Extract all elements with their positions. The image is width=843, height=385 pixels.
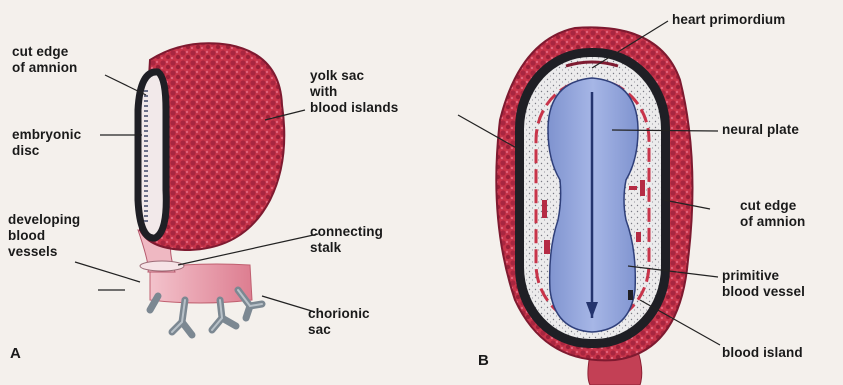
label-connecting-stalk: connecting stalk (310, 224, 383, 256)
panel-a-figure (75, 43, 318, 335)
label-chorionic-sac: chorionic sac (308, 306, 370, 338)
label-cut-edge-of-amnion-b: cut edge of amnion (740, 198, 805, 230)
label-primitive-blood-vessel: primitive blood vessel (722, 268, 805, 300)
label-neural-plate: neural plate (722, 122, 799, 138)
label-yolk-sac-with-blood-islands: yolk sac with blood islands (310, 68, 398, 116)
amnion-rim-a (138, 72, 166, 238)
panel-letter-a: A (10, 345, 21, 362)
label-cut-edge-of-amnion-a: cut edge of amnion (12, 44, 77, 76)
label-heart-primordium: heart primordium (672, 12, 785, 28)
label-embryonic-disc: embryonic disc (12, 127, 81, 159)
panel-b-figure (458, 21, 720, 385)
panel-letter-b: B (478, 352, 489, 369)
label-developing-blood-vessels: developing blood vessels (8, 212, 80, 260)
label-blood-island: blood island (722, 345, 803, 361)
